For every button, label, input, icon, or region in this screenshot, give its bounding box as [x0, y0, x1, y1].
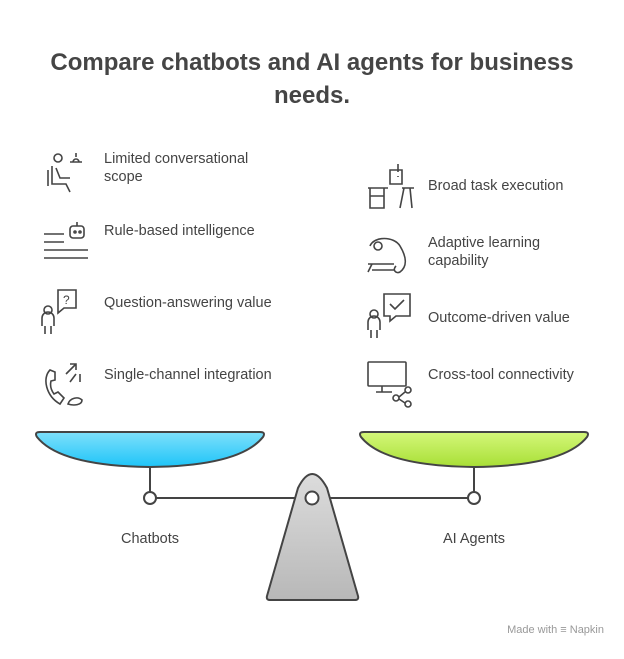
robot-list-icon [44, 222, 88, 259]
chameleon-icon [367, 237, 407, 274]
page-title: Compare chatbots and AI agents for busin… [50, 49, 574, 109]
made-with-text: Made with [507, 624, 558, 636]
ai-agents-label: AI Agents [442, 531, 506, 547]
chatbot-item-integration: Single-channel integration [104, 367, 272, 383]
napkin-brand: Napkin [569, 624, 604, 636]
chatbot-item-value: Question-answering value [104, 295, 272, 311]
napkin-watermark: Made with ≡ Napkin [507, 624, 604, 636]
person-check-icon [367, 293, 411, 338]
customer-service-icon [47, 153, 82, 193]
phone-arrows-icon [45, 363, 83, 406]
chatbots-label: Chatbots [120, 531, 180, 547]
svg-text:?: ? [63, 293, 70, 307]
agent-item-learning: Adaptive learning capability [428, 235, 541, 269]
agent-item-connectivity: Cross-tool connectivity [428, 367, 574, 383]
chatbot-item-scope: Limited conversational scope [104, 151, 249, 185]
agents-pan [359, 431, 589, 469]
chatbots-pan [35, 431, 265, 469]
question-bubble-icon: ? [41, 289, 77, 334]
napkin-logo-icon: ≡ [560, 624, 567, 636]
scale-fulcrum [265, 473, 360, 601]
monitor-share-icon [367, 361, 412, 408]
agent-item-outcome: Outcome-driven value [428, 310, 570, 326]
desk-task-icon [368, 164, 414, 209]
agent-item-execution: Broad task execution [428, 178, 564, 194]
chatbot-item-intelligence: Rule-based intelligence [104, 223, 255, 239]
